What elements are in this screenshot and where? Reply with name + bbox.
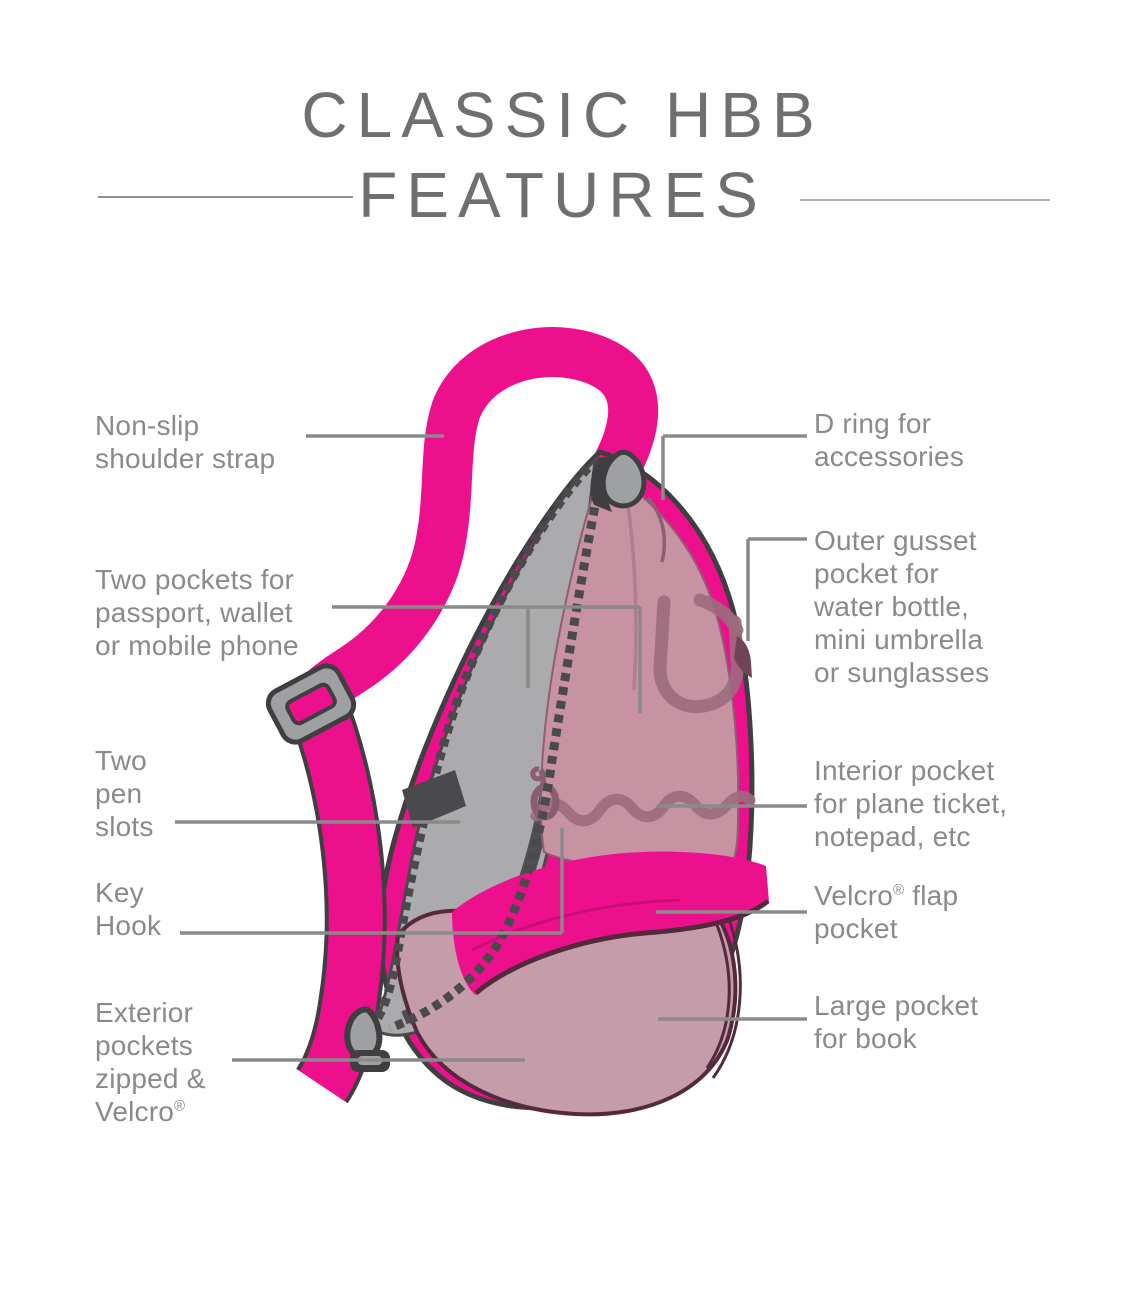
callout-label-non-slip-strap: Non-slip shoulder strap bbox=[95, 409, 275, 475]
label-line: Key bbox=[95, 877, 144, 908]
gusset-pocket-slit bbox=[734, 636, 752, 678]
strap-band bbox=[289, 689, 383, 1101]
callout-label-interior-pocket: Interior pocket for plane ticket, notepa… bbox=[814, 754, 1007, 853]
label-line: pocket bbox=[814, 913, 898, 944]
label-line: notepad, etc bbox=[814, 821, 971, 852]
label-line: Exterior bbox=[95, 997, 194, 1028]
callout-label-outer-gusset: Outer gusset pocket for water bottle, mi… bbox=[814, 524, 989, 689]
liner-seam bbox=[624, 491, 638, 691]
label-line: slots bbox=[95, 811, 154, 842]
zipper-teeth-inner bbox=[388, 479, 605, 1033]
registered-mark: ® bbox=[893, 881, 905, 899]
label-line: Large pocket bbox=[814, 990, 979, 1021]
zipper-teeth-outer bbox=[371, 464, 592, 1025]
label-line: Velcro® bbox=[95, 1095, 206, 1128]
label-line-suffix: flap bbox=[904, 880, 959, 911]
flap-seam bbox=[471, 898, 681, 952]
callout-label-large-pocket: Large pocket for book bbox=[814, 989, 978, 1055]
label-line: mini umbrella bbox=[814, 624, 984, 655]
callout-line-key-hook bbox=[180, 828, 564, 935]
callout-line-two-pockets bbox=[332, 605, 642, 713]
liner-cord bbox=[646, 496, 667, 563]
label-line: Interior pocket bbox=[814, 755, 995, 786]
edge-piping-inner bbox=[705, 924, 731, 1069]
interior-pocket-band bbox=[693, 593, 744, 637]
label-line: for plane ticket, bbox=[814, 788, 1008, 819]
label-line: Hook bbox=[95, 910, 162, 941]
label-line: or sunglasses bbox=[814, 657, 990, 688]
shoulder-strap-loop bbox=[295, 327, 659, 718]
flap-bottom-edge bbox=[474, 899, 770, 995]
label-line: pen bbox=[95, 778, 143, 809]
interior-pocket-shape bbox=[653, 595, 744, 714]
label-line: for book bbox=[814, 1023, 917, 1054]
label-line: pockets bbox=[95, 1030, 193, 1061]
title-rule-left bbox=[98, 196, 353, 198]
label-line: Non-slip bbox=[95, 410, 200, 441]
label-line: or mobile phone bbox=[95, 630, 299, 661]
label-line: D ring for bbox=[814, 408, 932, 439]
page-title-line1: CLASSIC HBB bbox=[301, 79, 824, 151]
callout-line-outer-gusset bbox=[746, 537, 807, 641]
label-line: Two pockets for bbox=[95, 564, 295, 595]
brand-word: Velcro bbox=[814, 880, 894, 911]
callout-label-d-ring: D ring for accessories bbox=[814, 407, 964, 473]
callout-label-two-pockets: Two pockets for passport, wallet or mobi… bbox=[95, 563, 299, 662]
label-line: accessories bbox=[814, 441, 965, 472]
label-line: passport, wallet bbox=[95, 597, 293, 628]
callout-label-velcro-flap: Velcro® flap pocket bbox=[814, 879, 958, 945]
page-title-line2: FEATURES bbox=[358, 159, 767, 231]
label-line: pocket for bbox=[814, 558, 939, 589]
callout-label-exterior-pockets: Exterior pockets zipped & Velcro® bbox=[95, 996, 206, 1128]
label-line: Velcro® flap bbox=[814, 879, 958, 912]
label-line: water bottle, bbox=[814, 591, 970, 622]
title-rule-right bbox=[800, 199, 1050, 201]
registered-mark: ® bbox=[174, 1097, 186, 1115]
label-line: zipped & bbox=[95, 1063, 206, 1094]
label-line: Two bbox=[95, 745, 147, 776]
brand-word: Velcro bbox=[95, 1096, 175, 1127]
edge-piping-outer bbox=[711, 915, 742, 1079]
callout-line-d-ring bbox=[661, 434, 807, 500]
pen-slots bbox=[402, 770, 466, 828]
d-ring bbox=[600, 449, 647, 509]
callout-label-key-hook: Key Hook bbox=[95, 876, 161, 942]
label-line: Outer gusset bbox=[814, 525, 977, 556]
label-line: shoulder strap bbox=[95, 443, 276, 474]
callout-label-two-pen-slots: Two pen slots bbox=[95, 744, 154, 843]
strap-buckle bbox=[265, 663, 357, 745]
